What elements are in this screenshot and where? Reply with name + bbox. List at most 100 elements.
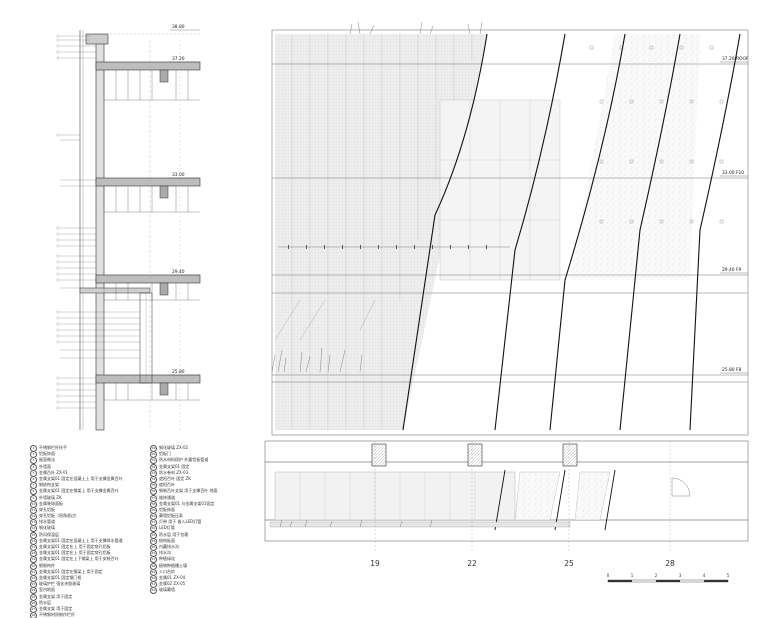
scale-label-0: 0 [607,573,610,578]
section-level-f9: 29.40 [172,269,185,275]
legend-item-number: 28 [30,612,37,618]
legend-item-text: 灯带 用于 嵌入LED灯管 [159,519,202,525]
elevation-level-f9: 29.40 F9 [722,267,741,273]
legend-item-number: 47 [150,556,157,563]
legend-item-text: 室内地面 [39,587,55,593]
legend-item-text: 金属支架01 固定在上 用于固定穿孔铝板 [39,550,111,556]
legend-item-text: 钢化玻璃 ZX-02 [159,445,189,450]
legend-item-number: 26 [30,599,37,606]
legend-item-text: 玻璃护栏 强化夹胶玻璃 [39,581,81,587]
legend-item-text: 铝板饰面 [159,506,175,512]
legend-item-text: 金属百叶 ZX-01 [39,469,69,475]
legend-item-number: 10 [30,500,37,507]
legend-item-text: 穿孔铝板 [39,506,55,512]
section-level-roof: 37.20 [172,56,185,62]
legend-item-text: 防水卷材 ZX-03 [159,469,189,475]
scale-label-2: 2 [655,573,658,578]
legend-item-number: 51 [150,581,157,588]
legend-item-text: 钢结构支架 [39,482,59,488]
legend-item-text: 遮阳百叶 [159,482,175,488]
legend-item-number: 45 [150,544,157,551]
legend-item-number: 15 [30,531,37,538]
legend-item-text: 铝板饰面 [39,451,55,457]
legend-item-number: 16 [30,537,37,544]
legend-item-number: 9 [30,494,37,501]
legend-item-number: 33 [150,469,157,476]
legend-item-number: 32 [150,463,157,470]
legend-item-number: 7 [30,482,37,489]
legend-item-text: 遮阳百叶 固定 ZK [159,475,191,481]
legend-item-text: 入口台阶 [159,568,175,574]
legend-item-number: 39 [150,506,157,514]
legend-item-number: 8 [30,488,37,495]
legend-item-number: 2 [30,451,37,458]
legend-item-number: 30 [150,451,157,458]
legend-item-number: 11 [30,506,37,514]
legend-item-number: 34 [150,475,157,483]
legend-item-number: 20 [30,562,37,569]
wall-section: 38.80 37.20 33.00 29.40 25.80 [56,24,201,431]
legend-item-number: 12 [30,513,37,520]
grid-axis-28: 28 [665,559,675,568]
facade-elevation: 37.20 ROOF 33.00 F10 29.40 F9 25.80 F8 [271,21,749,436]
legend-item-number: 29 [150,445,157,452]
legend-item-number: 21 [30,568,37,575]
legend-item-text: 玻璃幕墙 [159,587,175,593]
legend-item-text: 金属支架01 固定在钢梁上 用于固定 [39,568,103,574]
legend-item-text: LED灯管 [159,525,175,531]
legend-item-text: 金属支架01 与金属支架01固定 [159,500,215,506]
legend-item-text: 金属02 ZX-05 [159,581,186,587]
legend-item-text: 外墙玻璃 ZK [39,494,62,500]
legend-item-text: 金属支架01 固定在上下钢梁上 用于安装百叶 [39,556,119,562]
architectural-drawing: 38.80 37.20 33.00 29.40 25.80 [56,21,749,583]
legend-item-number: 48 [150,562,157,569]
legend-item-text: 金属01 ZX-04 [159,574,186,580]
legend-item-number: 4 [30,463,37,470]
legend-item-text: 维修通道 [159,494,175,500]
facade-plan: 19 22 25 28 [264,440,749,568]
legend-item-number: 19 [30,556,37,563]
legend-item-number: 35 [150,482,157,489]
legend-item-text: 穿孔铝板（阳角收边） [39,513,79,519]
legend-item-number: 1 [30,445,37,452]
legend-item-number: 41 [150,519,157,526]
legend-item-text: 排水沟 [159,550,171,556]
legend-item-text: 金属支架01 固定在钢架上 用于支撑金属百叶 [39,488,119,494]
grid-axis-19: 19 [370,559,380,568]
section-level-f10: 33.00 [172,172,185,178]
elevation-level-f10: 33.00 F10 [722,170,744,176]
legend-item-text: 金属支架01 固定 [159,463,190,469]
legend-item-number: 17 [30,544,37,551]
legend-item-text: 防水层 用于包裹 [159,531,189,537]
